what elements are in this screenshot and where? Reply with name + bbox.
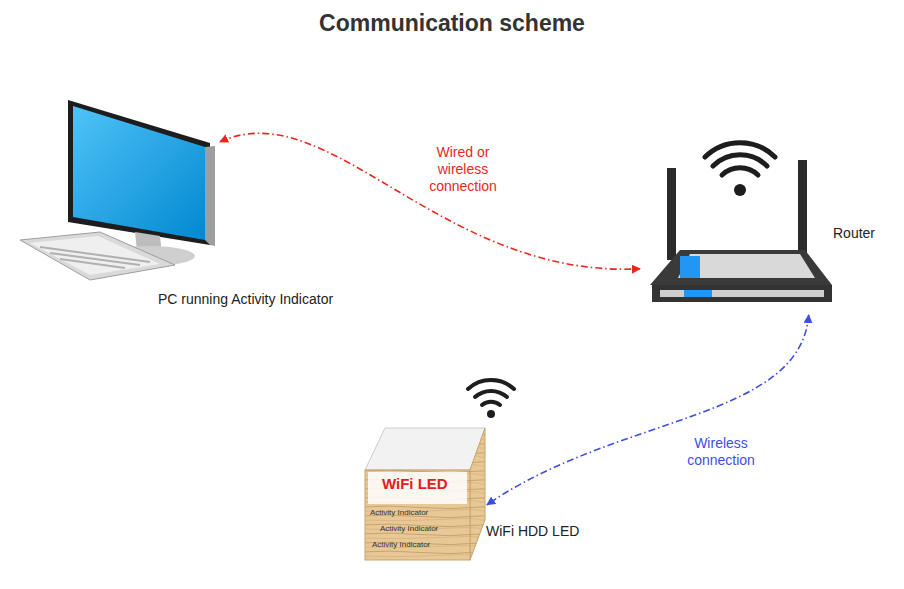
- connection-label: Wireless connection: [676, 434, 766, 470]
- router-illustration: [650, 143, 832, 302]
- connection-line: [487, 315, 809, 505]
- cube-print-text: Activity Indicator: [370, 508, 428, 517]
- cube-print-text: Activity Indicator: [372, 540, 430, 549]
- pc-illustration: [20, 100, 215, 280]
- cube-print-text: Activity Indicator: [380, 524, 438, 533]
- device-node: PC running Activity Indicator: [15, 95, 220, 290]
- connection-label: Wired or wireless connection: [418, 143, 508, 196]
- diagram-title: Communication scheme: [0, 10, 904, 37]
- connection-line: [220, 133, 640, 269]
- device-node: Router: [640, 150, 835, 315]
- device-label: Router: [833, 225, 875, 241]
- device-label: WiFi HDD LED: [486, 523, 579, 539]
- cube-print-title: WiFi LED: [382, 476, 448, 492]
- device-label: PC running Activity Indicator: [158, 291, 333, 307]
